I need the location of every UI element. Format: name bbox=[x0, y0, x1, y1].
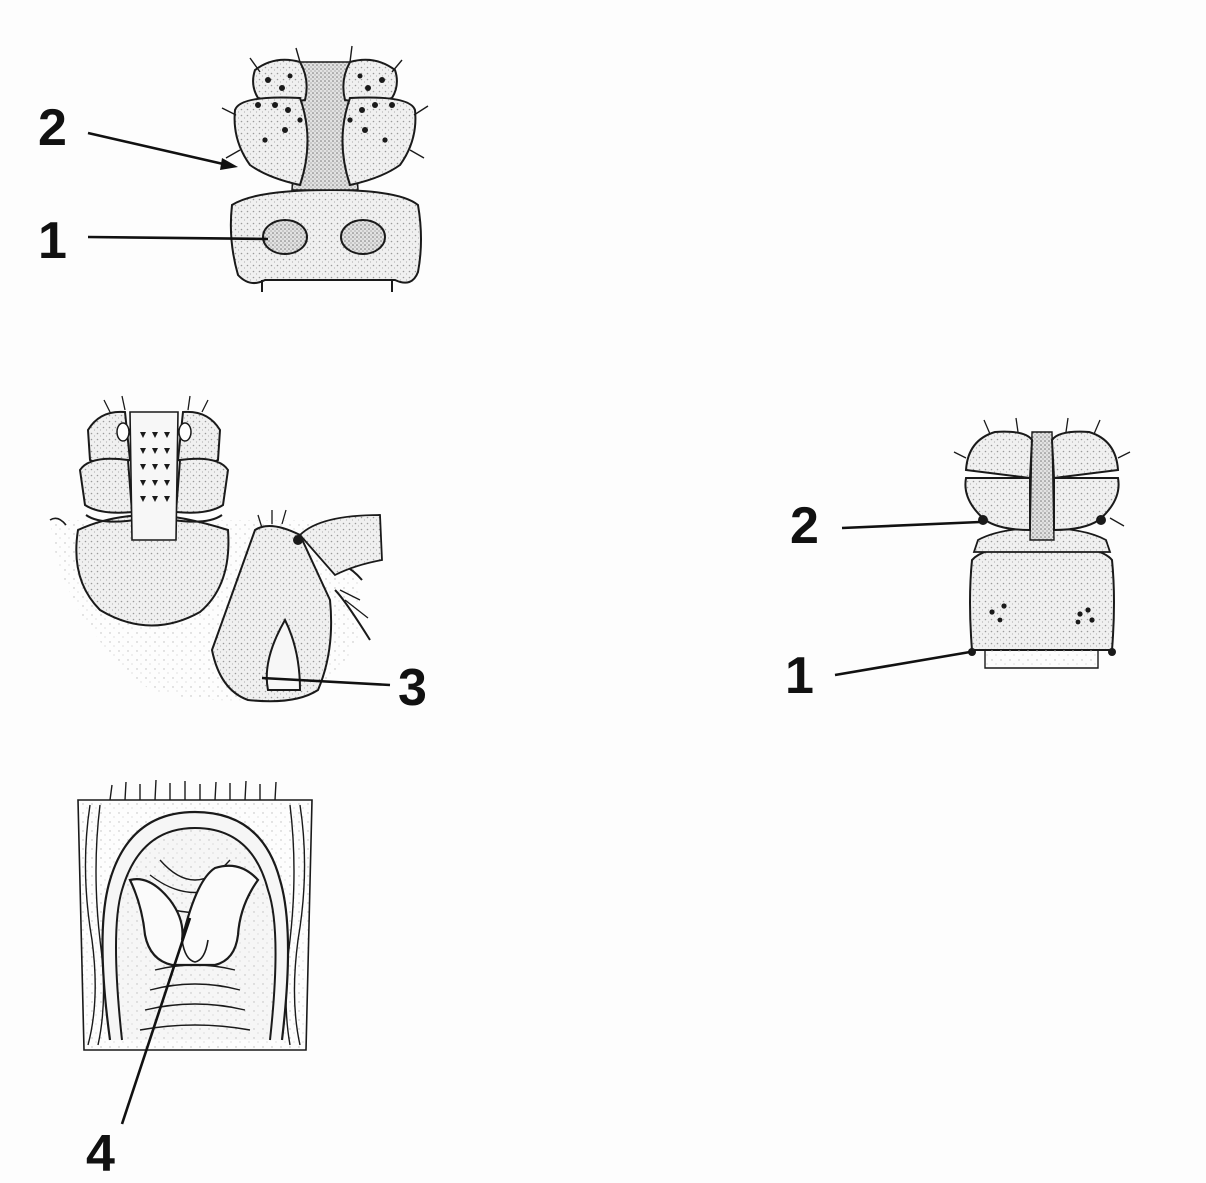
figure-a-label-1: 1 bbox=[38, 215, 67, 267]
figure-b-drawing bbox=[50, 396, 382, 701]
leader-arrowhead-a2 bbox=[220, 158, 238, 170]
figure-b-label-3: 3 bbox=[398, 662, 427, 714]
figure-d-drawing bbox=[954, 418, 1130, 668]
figure-d-label-2: 2 bbox=[790, 500, 819, 552]
figure-c-label-4: 4 bbox=[86, 1128, 115, 1180]
leader-line-d2 bbox=[842, 522, 980, 528]
leader-line-d1 bbox=[835, 652, 970, 675]
figure-a-label-2: 2 bbox=[38, 102, 67, 154]
figure-c-drawing bbox=[78, 780, 312, 1050]
figure-d-label-1: 1 bbox=[785, 650, 814, 702]
leader-line-a2 bbox=[88, 133, 232, 166]
figure-a-drawing bbox=[222, 46, 428, 292]
